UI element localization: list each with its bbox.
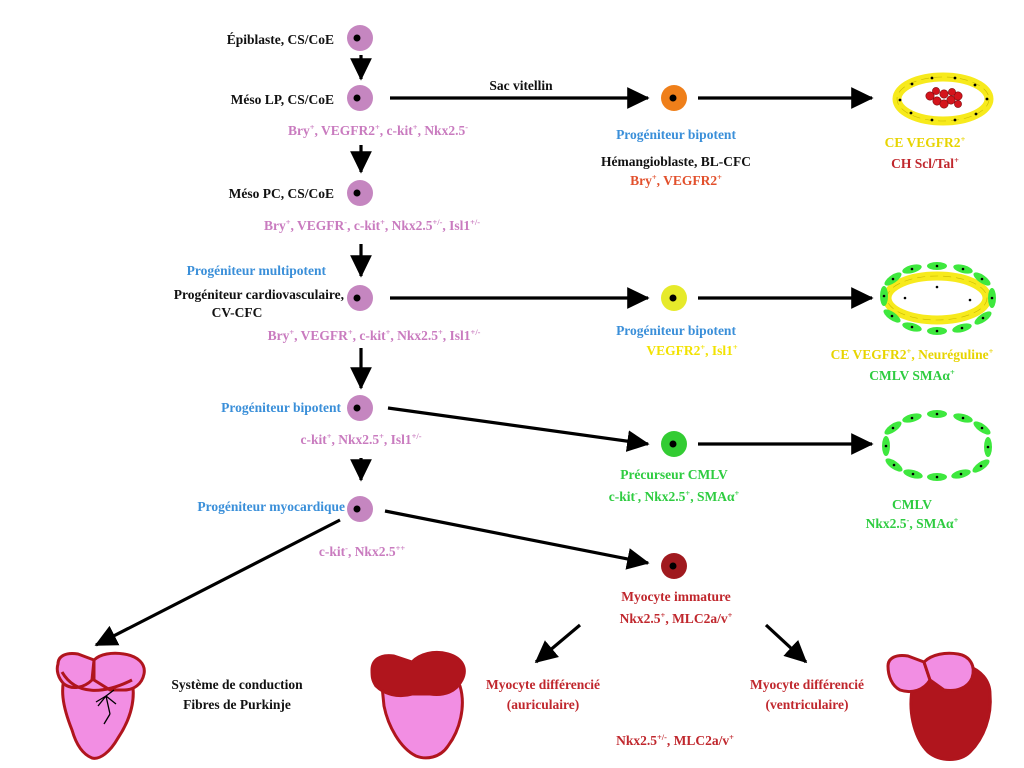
- label-hemangio-bipotent: Progéniteur bipotent: [616, 127, 736, 142]
- arrow-bipotent-to-precursor: [387, 406, 650, 452]
- label-myocardial-progenitor: Progéniteur myocardique: [197, 499, 345, 514]
- label-bipotent-vascular: Progéniteur bipotent: [616, 323, 736, 338]
- vessel-smooth-muscle-ring: [882, 410, 992, 481]
- markers-differentiated-myocytes: Nkx2.5+/-, MLC2a/v+: [616, 733, 734, 748]
- label-vessel3-title: CMLV: [891, 497, 933, 512]
- markers-bipotent-vascular: VEGFR2+, Isl1+: [646, 343, 738, 358]
- label-vessel1-endothelium: CE VEGFR2+: [884, 135, 966, 150]
- label-vessel1-hematopoietic: CH Scl/Tal+: [891, 156, 959, 171]
- markers-meso-pc: Bry+, VEGFR-, c-kit+, Nkx2.5+/-, Isl1+/-: [264, 218, 480, 233]
- cell-bipotent-progenitor: [347, 395, 373, 421]
- label-atrial-type: (auriculaire): [506, 697, 580, 712]
- label-immature-myocyte: Myocyte immature: [621, 589, 731, 604]
- heart-ventricular: [886, 651, 992, 761]
- label-meso-pc: Méso PC, CS/CoE: [228, 186, 334, 201]
- vessel-endothelium-with-blood-cells: [892, 72, 994, 126]
- label-cardiovascular-progenitor: Progéniteur cardiovasculaire,: [173, 287, 344, 302]
- cell-immature-myocyte: [661, 553, 687, 579]
- label-bipotent-progenitor: Progéniteur bipotent: [221, 400, 341, 415]
- arrow-immature-to-ventricular: [764, 623, 808, 664]
- label-atrial-myocyte: Myocyte différencié: [485, 677, 601, 692]
- cell-meso-lp: [347, 85, 373, 111]
- label-hemangioblast: Hémangioblaste, BL-CFC: [601, 154, 751, 169]
- arrow-myocardial-to-conduction: [94, 518, 341, 647]
- cell-cardiovascular-progenitor: [347, 285, 373, 311]
- arrow-myocardial-to-immature: [384, 509, 650, 570]
- markers-vessel3: Nkx2.5-, SMAα+: [865, 516, 959, 531]
- markers-hemangioblast: Bry+, VEGFR2+: [630, 173, 722, 188]
- label-cv-cfc: CV-CFC: [211, 305, 263, 320]
- label-conduction-system: Système de conduction: [171, 677, 303, 692]
- cell-smooth-muscle-precursor: [661, 431, 687, 457]
- cell-hemangioblast: [661, 85, 687, 111]
- label-purkinje-fibres: Fibres de Purkinje: [183, 697, 291, 712]
- label-ventricular-myocyte: Myocyte différencié: [749, 677, 865, 692]
- label-meso-lp: Méso LP, CS/CoE: [230, 92, 334, 107]
- label-vessel2-smooth-muscle: CMLV SMAα+: [869, 368, 955, 383]
- label-smooth-muscle-precursor: Précurseur CMLV: [620, 467, 728, 482]
- heart-atrial: [370, 650, 466, 760]
- label-ventricular-type: (ventriculaire): [765, 697, 849, 712]
- markers-cardiovascular-progenitor: Bry+, VEGFR+, c-kit+, Nkx2.5+, Isl1+/-: [267, 328, 481, 343]
- cell-meso-pc: [347, 180, 373, 206]
- label-yolk-sac: Sac vitellin: [489, 78, 553, 93]
- heart-conduction-system: [55, 651, 146, 760]
- label-multipotent-progenitor: Progéniteur multipotent: [186, 263, 326, 278]
- markers-bipotent-progenitor: c-kit+, Nkx2.5+, Isl1+/-: [300, 432, 422, 447]
- cell-myocardial-progenitor: [347, 496, 373, 522]
- vessel-endothelium-smooth-muscle: [880, 262, 996, 335]
- label-vessel2-endothelium: CE VEGFR2+, Neuréguline+: [830, 347, 994, 362]
- markers-myocardial-progenitor: c-kit-, Nkx2.5++: [318, 544, 406, 559]
- cell-bipotent-vascular: [661, 285, 687, 311]
- markers-meso-lp: Bry+, VEGFR2+, c-kit+, Nkx2.5-: [288, 123, 468, 138]
- markers-smooth-muscle-precursor: c-kit-, Nkx2.5+, SMAα+: [608, 489, 740, 504]
- label-epiblast: Épiblaste, CS/CoE: [226, 32, 334, 47]
- markers-immature-myocyte: Nkx2.5+, MLC2a/v+: [619, 611, 733, 626]
- cell-epiblast: [347, 25, 373, 51]
- arrow-immature-to-atrial: [534, 623, 582, 664]
